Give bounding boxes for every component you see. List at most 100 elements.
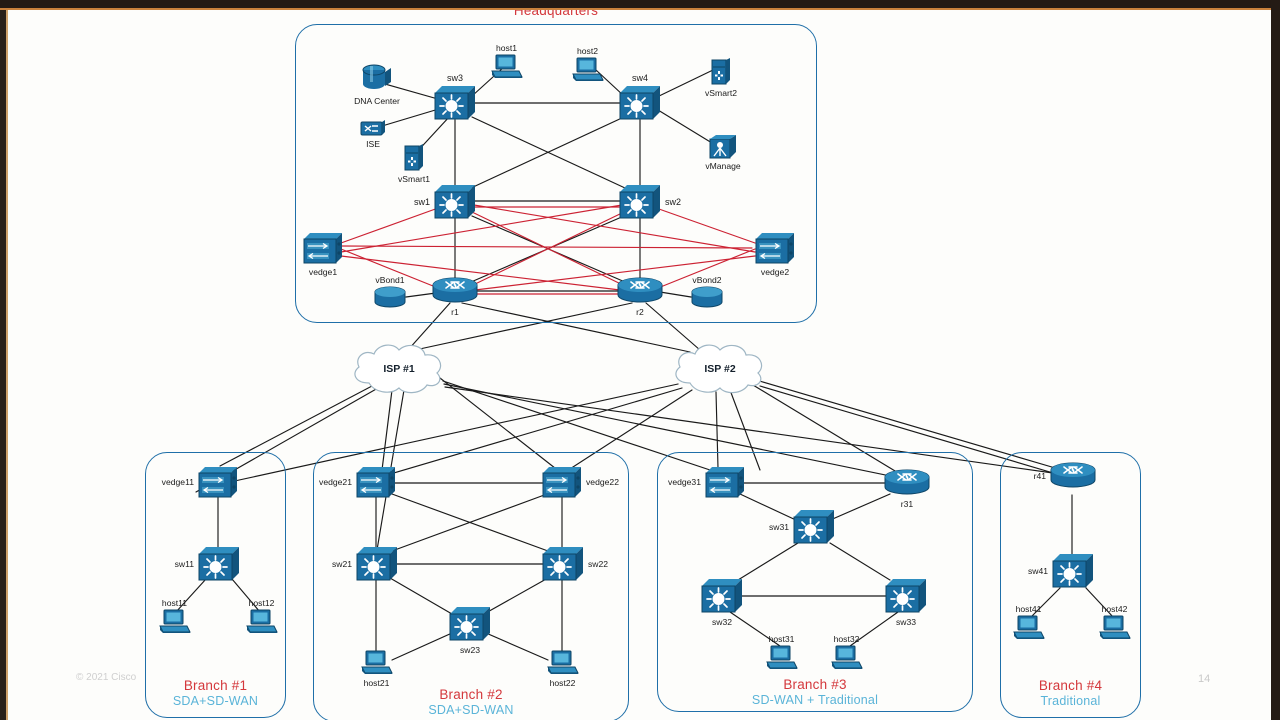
device-vedge1[interactable]: vedge1 bbox=[303, 231, 343, 277]
window-left-accent-line bbox=[6, 10, 8, 720]
zone-branch2-title: Branch #2 bbox=[439, 687, 503, 702]
switch-flat-icon bbox=[360, 120, 385, 136]
desktop-pc-icon bbox=[159, 609, 191, 633]
device-sw33[interactable]: sw33 bbox=[885, 577, 927, 627]
router-icon bbox=[432, 277, 478, 303]
device-sw3[interactable]: sw3 bbox=[434, 73, 476, 122]
window-right-edge bbox=[1271, 0, 1280, 720]
cloud-isp1[interactable]: ISP #1 bbox=[345, 340, 453, 398]
device-host42[interactable]: host42 bbox=[1098, 604, 1131, 641]
desktop-pc-icon bbox=[572, 57, 604, 81]
vedge-router-icon bbox=[705, 467, 744, 498]
device-host21[interactable]: host21 bbox=[360, 650, 393, 688]
device-host42-label: host42 bbox=[1101, 604, 1128, 614]
device-vmanage[interactable]: vManage bbox=[705, 135, 741, 171]
zone-branch1-subtitle: SDA+SD-WAN bbox=[172, 694, 259, 708]
device-sw3-label: sw3 bbox=[446, 73, 464, 83]
vedge-router-icon bbox=[356, 467, 395, 498]
zone-branch4: Branch #4 Traditional bbox=[1000, 452, 1141, 718]
zone-branch2-subtitle: SDA+SD-WAN bbox=[428, 703, 514, 717]
cloud-isp2[interactable]: ISP #2 bbox=[666, 340, 774, 398]
device-r31[interactable]: r31 bbox=[884, 469, 930, 509]
zone-branch1: Branch #1 SDA+SD-WAN bbox=[145, 452, 286, 718]
switch-3d-icon bbox=[198, 547, 239, 581]
device-sw41[interactable]: sw41 bbox=[1028, 552, 1094, 590]
router-icon bbox=[617, 277, 663, 303]
desktop-pc-icon bbox=[831, 645, 863, 669]
desktop-pc-icon bbox=[491, 54, 523, 78]
device-host32[interactable]: host32 bbox=[830, 634, 863, 671]
vedge-router-icon bbox=[198, 467, 237, 498]
device-vedge21[interactable]: vedge21 bbox=[319, 465, 396, 499]
device-r41[interactable]: r41 bbox=[1034, 462, 1096, 490]
device-sw32[interactable]: sw32 bbox=[701, 577, 743, 627]
zone-branch1-title: Branch #1 bbox=[183, 678, 248, 693]
device-sw32-label: sw32 bbox=[711, 617, 733, 627]
device-sw23-label: sw23 bbox=[459, 645, 481, 655]
device-sw33-label: sw33 bbox=[895, 617, 917, 627]
device-vedge22-label: vedge22 bbox=[586, 477, 619, 487]
device-r1[interactable]: r1 bbox=[432, 277, 478, 317]
device-sw11[interactable]: sw11 bbox=[175, 545, 240, 583]
device-sw22-label: sw22 bbox=[588, 559, 609, 569]
device-vsmart1-label: vSmart1 bbox=[398, 174, 430, 184]
device-vbond2[interactable]: vBond2 bbox=[691, 275, 723, 310]
device-sw31-label: sw31 bbox=[768, 522, 789, 532]
device-r2[interactable]: r2 bbox=[617, 277, 663, 317]
device-host41[interactable]: host41 bbox=[1012, 604, 1045, 641]
device-sw4[interactable]: sw4 bbox=[619, 73, 661, 122]
device-sw1-label: sw1 bbox=[413, 197, 430, 207]
desktop-pc-icon bbox=[246, 609, 278, 633]
device-vedge2[interactable]: vedge2 bbox=[755, 231, 795, 277]
server-vmanage-icon bbox=[709, 135, 736, 159]
switch-3d-icon bbox=[434, 86, 475, 120]
zone-branch4-subtitle: Traditional bbox=[1040, 694, 1101, 708]
device-host41-label: host41 bbox=[1015, 604, 1042, 614]
device-vsmart1[interactable]: vSmart1 bbox=[398, 144, 430, 184]
device-vedge21-label: vedge21 bbox=[319, 477, 352, 487]
database-cylinder-icon bbox=[691, 286, 723, 308]
device-r2-label: r2 bbox=[636, 307, 644, 317]
device-host22-label: host22 bbox=[549, 678, 576, 688]
device-sw23[interactable]: sw23 bbox=[449, 605, 491, 655]
device-vedge31-label: vedge31 bbox=[668, 477, 701, 487]
switch-3d-icon bbox=[701, 579, 742, 613]
device-vedge22[interactable]: vedge22 bbox=[542, 465, 619, 499]
switch-3d-icon bbox=[449, 607, 490, 641]
device-dnacenter-label: DNA Center bbox=[354, 96, 400, 106]
device-host12[interactable]: host12 bbox=[245, 598, 278, 635]
device-dnacenter[interactable]: DNA Center bbox=[354, 62, 400, 106]
device-host22[interactable]: host22 bbox=[546, 650, 579, 688]
zone-branch3-title: Branch #3 bbox=[783, 677, 847, 692]
device-host2-label: host2 bbox=[576, 46, 599, 56]
device-host12-label: host12 bbox=[248, 598, 275, 608]
device-vedge11[interactable]: vedge11 bbox=[162, 465, 238, 499]
device-host11[interactable]: host11 bbox=[158, 598, 191, 635]
device-sw11-label: sw11 bbox=[174, 559, 194, 569]
device-host1[interactable]: host1 bbox=[490, 43, 523, 80]
desktop-pc-icon bbox=[766, 645, 798, 669]
switch-3d-icon bbox=[885, 579, 926, 613]
device-vedge11-label: vedge11 bbox=[161, 477, 194, 487]
device-sw2[interactable]: sw2 bbox=[619, 183, 681, 221]
device-sw21[interactable]: sw21 bbox=[332, 545, 398, 583]
desktop-pc-icon bbox=[1099, 615, 1131, 639]
device-sw1[interactable]: sw1 bbox=[414, 183, 476, 221]
device-host31[interactable]: host31 bbox=[765, 634, 798, 671]
device-vedge31[interactable]: vedge31 bbox=[668, 465, 745, 499]
device-sw21-label: sw21 bbox=[331, 559, 352, 569]
device-sw31[interactable]: sw31 bbox=[769, 508, 835, 546]
zone-branch3: Branch #3 SD-WAN + Traditional bbox=[657, 452, 973, 712]
device-host2[interactable]: host2 bbox=[571, 46, 604, 83]
device-host31-label: host31 bbox=[768, 634, 795, 644]
vedge-router-icon bbox=[542, 467, 581, 498]
switch-3d-icon bbox=[619, 185, 660, 219]
switch-3d-icon bbox=[619, 86, 660, 120]
page-number: 14 bbox=[1198, 673, 1211, 685]
device-vsmart2[interactable]: vSmart2 bbox=[705, 58, 737, 98]
device-vbond1[interactable]: vBond1 bbox=[374, 275, 406, 310]
device-vbond1-label: vBond1 bbox=[375, 275, 405, 285]
device-ise[interactable]: ISE bbox=[360, 119, 386, 149]
device-sw22[interactable]: sw22 bbox=[542, 545, 608, 583]
